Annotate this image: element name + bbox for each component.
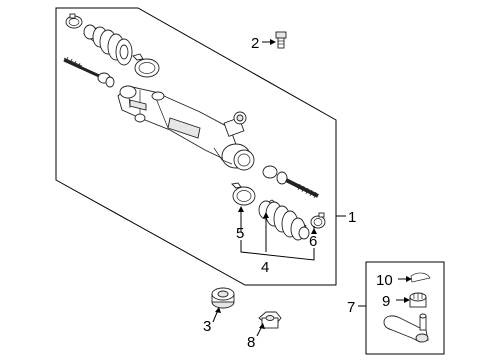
clamp-top-left	[65, 13, 83, 29]
assembly-outline	[55, 7, 337, 286]
clamp-large-left	[132, 53, 160, 78]
leader-4-5-6	[240, 210, 315, 261]
inner-tie-rod-left	[63, 56, 115, 88]
cotter-pin-part-10	[410, 272, 431, 283]
arrow-8	[259, 323, 265, 329]
callout-4: 4	[261, 259, 269, 276]
tie-rod-end-kit-box	[365, 261, 445, 355]
arrow-9	[404, 297, 410, 303]
arrow-6	[311, 228, 317, 234]
callout-8: 8	[247, 334, 255, 351]
nut-part-8	[258, 311, 282, 329]
callout-2: 2	[251, 35, 259, 52]
rack-housing	[117, 85, 255, 171]
dust-boot-left	[83, 24, 133, 66]
arrow-10	[406, 276, 412, 282]
bolt-part-2	[275, 31, 287, 49]
clamp-part-5	[231, 182, 256, 206]
arrow-4	[263, 212, 269, 218]
arrow-2	[270, 39, 276, 45]
callout-9: 9	[382, 293, 390, 310]
tie-rod-end-part-7	[383, 313, 429, 343]
bushing-part-3	[211, 287, 235, 309]
callout-1: 1	[348, 209, 356, 226]
arrow-5	[238, 206, 244, 212]
callout-10: 10	[376, 272, 393, 289]
callout-5: 5	[236, 225, 244, 242]
inner-tie-rod-right	[262, 165, 319, 199]
callout-6: 6	[309, 233, 317, 250]
clamp-part-6	[310, 212, 326, 229]
arrow-3	[215, 307, 221, 313]
callout-3: 3	[203, 318, 211, 335]
callout-7: 7	[347, 299, 355, 316]
dust-boot-part-4	[258, 199, 310, 241]
castle-nut-part-9	[409, 292, 427, 308]
